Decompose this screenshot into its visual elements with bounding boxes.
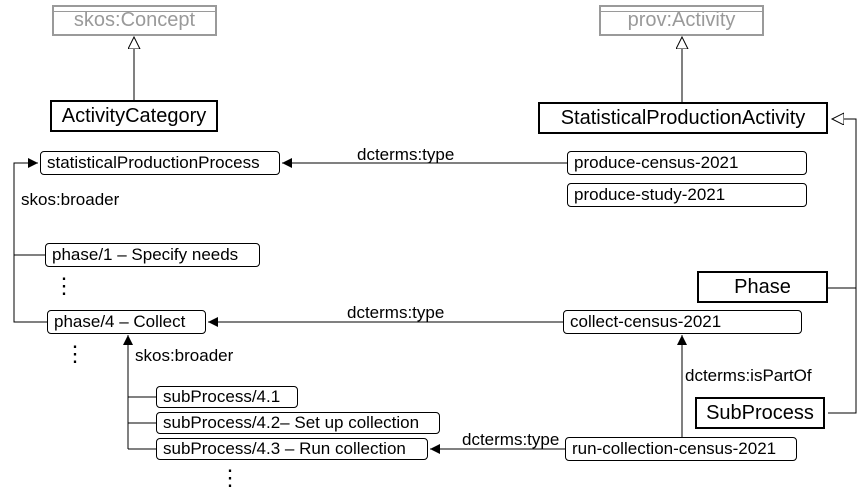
class-subprocess: SubProcess (695, 397, 825, 429)
instance-phase-4-label: phase/4 – Collect (54, 312, 186, 331)
class-activity-category-label: ActivityCategory (61, 104, 207, 127)
instance-subprocess-4-1-label: subProcess/4.1 (163, 387, 281, 406)
instance-phase-1-label: phase/1 – Specify needs (52, 245, 239, 264)
subclass-arrow-subprocess (828, 119, 857, 414)
edge-label-skos-broader-2: skos:broader (135, 346, 234, 365)
class-statistical-production-activity-label: StatisticalProductionActivity (560, 106, 806, 129)
broader-bracket-phases (13, 158, 46, 256)
class-prov-activity-label: prov:Activity (627, 9, 736, 31)
broader-bracket-phase4 (13, 255, 48, 323)
class-phase-label: Phase (734, 275, 791, 298)
instance-subprocess-4-3-label: subProcess/4.3 – Run collection (163, 439, 406, 458)
class-subprocess-label: SubProcess (706, 401, 814, 424)
instance-collect-census: collect-census-2021 (563, 310, 802, 334)
ellipsis-subprocesses: ⋮ (219, 465, 241, 490)
edge-label-dcterms-type-2: dcterms:type (347, 303, 445, 322)
instance-subprocess-4-2-label: subProcess/4.2– Set up collection (163, 413, 420, 432)
instance-run-collection: run-collection-census-2021 (565, 437, 797, 461)
ellipsis-phases-lower: ⋮ (64, 341, 86, 366)
instance-produce-census-label: produce-census-2021 (574, 153, 739, 172)
instance-subprocess-4-2: subProcess/4.2– Set up collection (156, 412, 440, 434)
instance-subprocess-4-3: subProcess/4.3 – Run collection (156, 438, 428, 460)
instance-phase-4: phase/4 – Collect (47, 310, 206, 334)
class-statistical-production-activity: StatisticalProductionActivity (538, 102, 828, 134)
edge-label-dcterms-type-3: dcterms:type (462, 430, 560, 449)
subclass-arrow-phase (828, 119, 857, 289)
instance-run-collection-label: run-collection-census-2021 (572, 439, 777, 458)
class-activity-category: ActivityCategory (50, 100, 218, 132)
instance-collect-census-label: collect-census-2021 (570, 312, 722, 331)
ellipsis-phases: ⋮ (53, 273, 75, 298)
instance-subprocess-4-1: subProcess/4.1 (156, 386, 298, 408)
instance-statistical-production-process: statisticalProductionProcess (40, 151, 280, 175)
class-skos-concept-label: skos:Concept (73, 9, 196, 31)
edge-label-is-part-of: dcterms:isPartOf (685, 366, 812, 385)
edge-label-skos-broader-1: skos:broader (21, 190, 120, 209)
instance-produce-study: produce-study-2021 (567, 183, 807, 207)
instance-produce-census: produce-census-2021 (567, 151, 807, 175)
class-prov-activity: prov:Activity (599, 5, 764, 36)
instance-produce-study-label: produce-study-2021 (574, 185, 726, 204)
class-phase: Phase (697, 271, 828, 303)
instance-statistical-production-process-label: statisticalProductionProcess (47, 153, 260, 172)
instance-phase-1: phase/1 – Specify needs (45, 243, 260, 267)
edge-label-dcterms-type-1: dcterms:type (357, 145, 455, 164)
class-skos-concept: skos:Concept (52, 5, 217, 36)
